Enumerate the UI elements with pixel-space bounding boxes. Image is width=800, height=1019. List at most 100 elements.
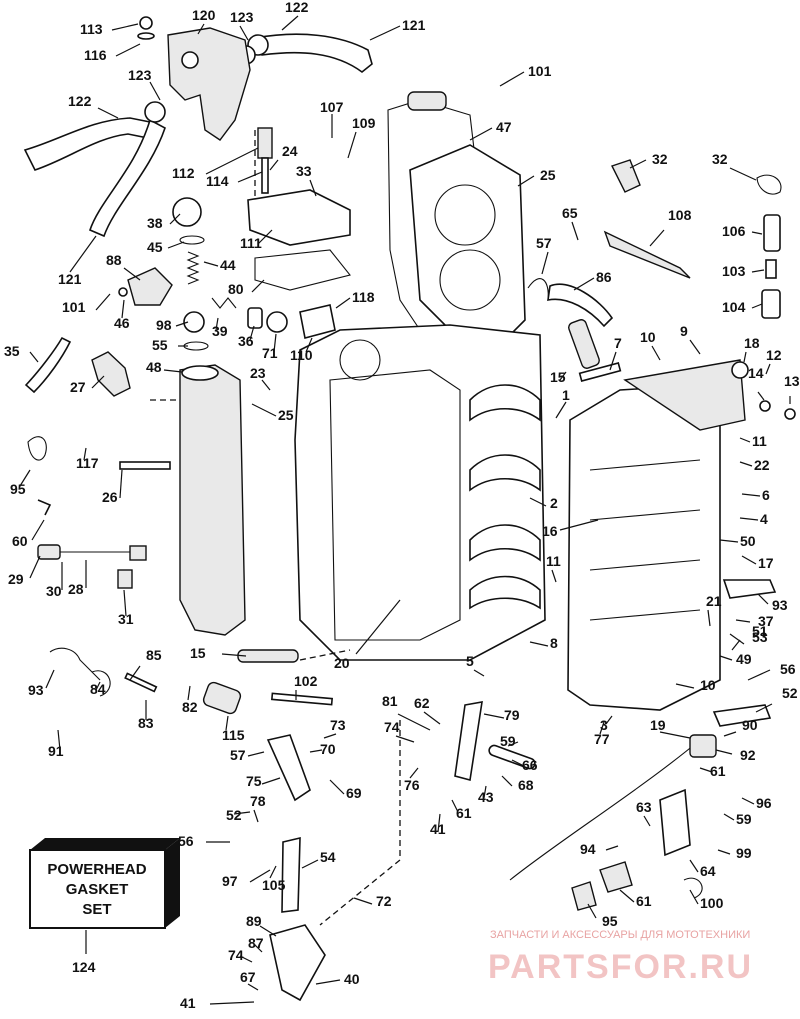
callout-87: 87 xyxy=(248,935,264,951)
callout-21: 21 xyxy=(706,593,722,609)
gasket-set-box: POWERHEAD GASKET SET 124 xyxy=(29,838,180,975)
callout-122: 122 xyxy=(285,0,309,15)
callout-leader-45 xyxy=(167,241,185,249)
washer-46 xyxy=(118,287,128,297)
housing-88 xyxy=(127,267,173,306)
callout-13: 13 xyxy=(784,373,800,389)
callout-37: 37 xyxy=(758,613,774,629)
callout-leader-90 xyxy=(723,731,737,737)
callout-116: 116 xyxy=(84,47,107,63)
callout-leader-69 xyxy=(329,779,345,795)
callout-leader-14 xyxy=(757,391,765,401)
callout-75: 75 xyxy=(246,773,262,789)
callout-11: 11 xyxy=(546,553,561,569)
cable-90 xyxy=(509,739,701,881)
callout-96: 96 xyxy=(756,795,772,811)
callout-leader-116 xyxy=(115,43,141,57)
callout-30: 30 xyxy=(46,583,62,599)
callout-leader-29 xyxy=(29,555,41,579)
callout-leader-68 xyxy=(501,775,513,787)
callout-38: 38 xyxy=(147,215,163,231)
watermark: ЗАПЧАСТИ И АКСЕССУАРЫ ДЛЯ МОТОТЕХНИКИ PA… xyxy=(488,929,751,986)
callout-83: 83 xyxy=(138,715,154,731)
filter-108 xyxy=(603,230,691,279)
clamp-57 xyxy=(527,278,549,301)
callout-leader-93 xyxy=(757,593,769,605)
kit-part-number: 124 xyxy=(72,959,96,975)
callout-32: 32 xyxy=(652,151,668,167)
spring-44 xyxy=(186,251,200,285)
callout-60: 60 xyxy=(12,533,28,549)
callout-leader-117 xyxy=(83,447,87,461)
rod-84 xyxy=(49,647,101,681)
callout-leader-75 xyxy=(261,777,281,785)
callout-59: 59 xyxy=(500,733,516,749)
right-fittings xyxy=(527,159,782,328)
callout-74: 74 xyxy=(384,719,400,735)
callout-leader-37 xyxy=(735,619,751,623)
callout-76: 76 xyxy=(404,777,420,793)
cover-outlet xyxy=(181,365,219,381)
callout-leader-61 xyxy=(619,889,635,903)
callout-leader-41 xyxy=(437,813,441,833)
callout-leader-49 xyxy=(719,655,733,661)
callout-leader-100 xyxy=(689,889,699,905)
seal-18 xyxy=(731,361,749,379)
callout-45: 45 xyxy=(147,239,163,255)
callout-19: 19 xyxy=(650,717,666,733)
callout-leader-65 xyxy=(571,221,579,241)
main-bearing-2 xyxy=(469,454,541,492)
callout-leader-31 xyxy=(123,589,127,617)
callout-102: 102 xyxy=(294,673,318,689)
callout-leader-59 xyxy=(507,741,519,747)
thermostat-stack xyxy=(24,127,351,397)
callout-52: 52 xyxy=(226,807,242,823)
callout-98: 98 xyxy=(156,317,172,333)
callout-leader-36 xyxy=(249,325,255,341)
callout-47: 47 xyxy=(496,119,512,135)
plug-31 xyxy=(117,569,133,589)
callout-leader-8 xyxy=(529,641,549,647)
callout-55: 55 xyxy=(152,337,168,353)
box-top xyxy=(30,838,180,850)
clip-110 xyxy=(299,304,336,339)
box-front xyxy=(29,849,166,929)
callout-46: 46 xyxy=(114,315,130,331)
callout-leader-67 xyxy=(247,983,259,991)
clamp-32-right xyxy=(756,174,782,195)
callout-leader-123 xyxy=(239,25,249,41)
lever-79 xyxy=(454,701,483,782)
callout-52: 52 xyxy=(782,685,798,701)
callout-117: 117 xyxy=(76,455,99,471)
callout-118: 118 xyxy=(352,289,375,305)
callout-65: 65 xyxy=(562,205,578,221)
hose-121-left xyxy=(89,118,166,238)
callout-122: 122 xyxy=(68,93,92,109)
callout-5: 5 xyxy=(466,653,474,669)
callout-leader-41 xyxy=(209,1001,255,1005)
callout-113: 113 xyxy=(80,21,103,37)
callout-leader-26 xyxy=(119,469,123,499)
callout-leader-38 xyxy=(169,213,181,225)
plate-94 xyxy=(659,788,691,857)
kit-line-3: SET xyxy=(82,901,111,918)
callout-leader-91 xyxy=(57,729,61,751)
callout-97: 97 xyxy=(222,873,238,889)
callout-59: 59 xyxy=(736,811,752,827)
callout-91: 91 xyxy=(48,743,64,759)
pin-15-upper xyxy=(568,319,600,369)
callout-leader-113 xyxy=(111,23,139,31)
callout-10: 10 xyxy=(700,677,716,693)
callout-61: 61 xyxy=(456,805,472,821)
callout-leader-33 xyxy=(309,179,317,197)
callout-leader-21 xyxy=(707,609,711,627)
sensor-29 xyxy=(37,544,61,560)
cover-top xyxy=(623,359,746,431)
callout-leader-74 xyxy=(395,735,415,743)
dash-linkage xyxy=(319,720,401,926)
callout-70: 70 xyxy=(320,741,336,757)
callout-71: 71 xyxy=(262,345,278,361)
callout-leader-53 xyxy=(729,633,745,645)
callout-leader-123 xyxy=(149,81,161,101)
callout-24: 24 xyxy=(282,143,298,159)
